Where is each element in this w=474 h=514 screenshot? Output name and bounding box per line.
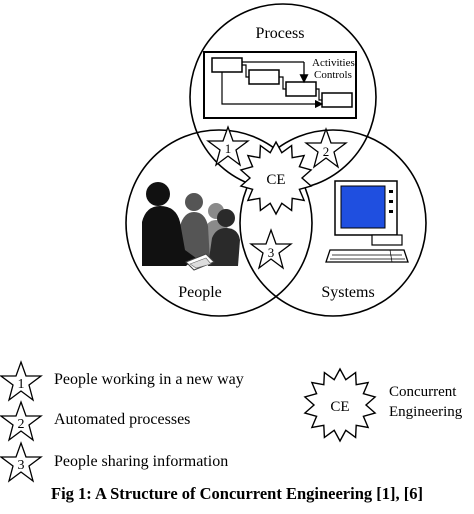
star-1-icon: 1 [206,125,250,167]
people-circle [125,129,313,317]
legend-ce-label: CE [330,399,349,415]
legend-star-2-number: 2 [18,417,25,432]
star-2-icon: 2 [304,127,348,169]
star-1-number: 1 [225,141,232,156]
center-ce-label: CE [266,172,285,188]
computer-icon [325,180,409,263]
star-2-number: 2 [323,144,330,159]
legend-ce-burst-icon: CE [303,367,377,443]
legend-ce-text-line1: Concurrent [389,384,457,400]
legend-star-3-number: 3 [18,458,25,473]
legend-ce-text-line2: Engineering [389,404,463,420]
legend-text-2: Automated processes [54,411,191,428]
legend-star-3-icon: 3 [0,441,43,483]
activities-label: Activities [312,57,355,69]
star-3-number: 3 [268,245,275,260]
process-label: Process [256,25,305,42]
legend-star-2-icon: 2 [0,400,43,442]
legend-text-1: People working in a new way [54,371,244,388]
people-group-icon [142,182,240,271]
legend-star-1-number: 1 [18,377,25,392]
people-label: People [178,284,222,301]
systems-label: Systems [321,284,374,301]
star-3-icon: 3 [249,228,293,270]
monitor-screen [340,185,386,229]
legend-star-1-icon: 1 [0,360,43,402]
ce-burst-icon: CE [239,140,313,216]
controls-label: Controls [314,69,352,81]
systems-circle [239,129,427,317]
process-flowchart-icon: Activities Controls [203,51,357,119]
legend-text-3: People sharing information [54,453,229,470]
figure-caption: Fig 1: A Structure of Concurrent Enginee… [51,484,423,503]
